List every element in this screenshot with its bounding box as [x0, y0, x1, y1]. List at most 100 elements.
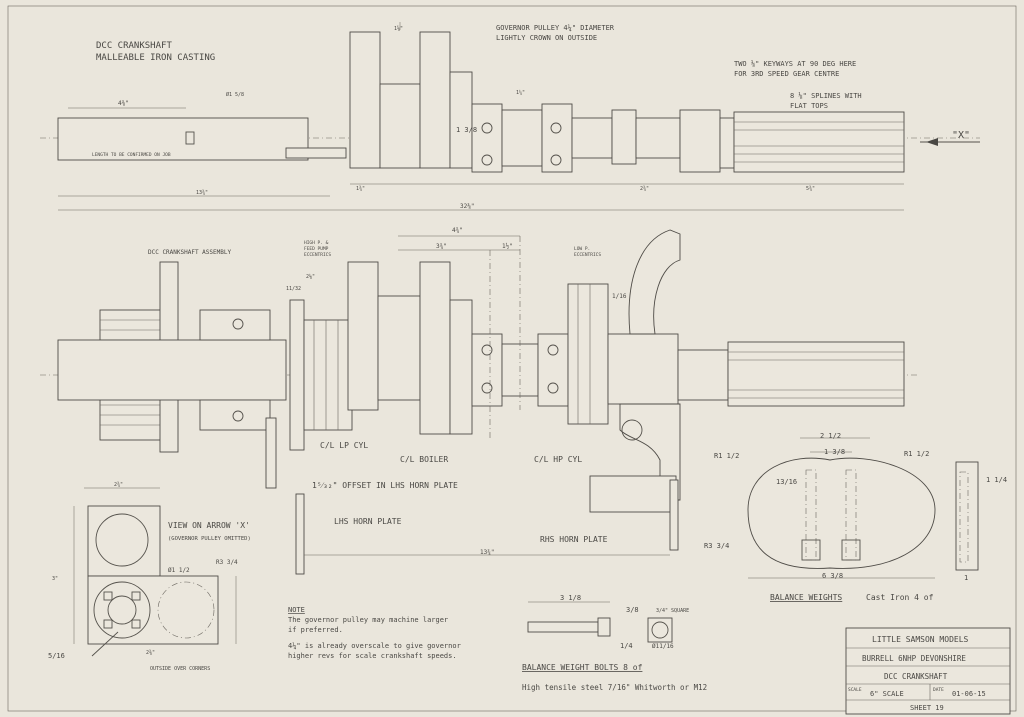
note-hp-pump-1: HIGH P. &	[304, 240, 329, 246]
dim-3: 3"	[52, 576, 58, 582]
note-splines: 8 ⅛" SPLINES WITH	[790, 91, 862, 100]
label-arrow-x: "X"	[952, 130, 970, 141]
note-weight-material: Cast Iron 4 of	[866, 593, 934, 602]
note-governor-crown: LIGHTLY CROWN ON OUTSIDE	[496, 34, 597, 42]
dim-3-3-4: 3¾"	[436, 243, 447, 250]
dim-1-1-4: 1¼"	[516, 90, 525, 96]
note-hp-pump-2: FEED PUMP	[304, 246, 329, 252]
note-hp-pump-3: ECCENTRICS	[304, 252, 331, 258]
label-lhs-horn: LHS HORN PLATE	[334, 517, 402, 526]
heading-balance-weights: BALANCE WEIGHTS	[770, 593, 842, 602]
balance-weight-outline	[747, 457, 936, 569]
dim-13-4: 13¾"	[196, 190, 208, 196]
balance-weight-bolt	[527, 601, 673, 643]
crank-web-3	[541, 103, 573, 173]
title-part: DCC CRANKSHAFT	[884, 672, 948, 681]
note-bolt-material: High tensile steel 7/16" Whitworth or M1…	[522, 683, 707, 692]
dim-1: 1	[964, 574, 968, 582]
dim-1-4: 1/4	[620, 642, 633, 650]
dim-2-3-4b: 2¾"	[114, 482, 123, 488]
dim-1-1-2: 1½"	[502, 243, 513, 250]
bearing-bracket-top	[628, 229, 681, 335]
keyway-section	[679, 109, 721, 173]
note-square: 3/4" SQUARE	[656, 608, 689, 614]
dim-dia-11-16: Ø11/16	[652, 643, 674, 650]
heading-view-arrow: VIEW ON ARROW 'X'	[168, 521, 250, 530]
heading-pulley-omitted: (GOVERNOR PULLEY OMITTED)	[168, 536, 251, 542]
dim-r3-3-4b: R3 3/4	[704, 542, 729, 550]
assembly-crank-web-2	[419, 261, 451, 435]
note-flat-tops: FLAT TOPS	[790, 102, 828, 110]
crankshaft-assembly	[40, 229, 920, 575]
dim-r1-1-2-left: R1 1/2	[714, 452, 739, 460]
heading-casting: MALLEABLE IRON CASTING	[96, 53, 215, 63]
dim-1-5-8: 1⅝"	[394, 25, 403, 32]
note-keyways: TWO ⅛" KEYWAYS AT 90 DEG HERE	[734, 59, 856, 68]
dim-r1-1-2-right: R1 1/2	[904, 450, 929, 458]
title-sheet: SHEET 19	[910, 704, 944, 712]
dim-2-1-8: 2⅛"	[306, 273, 315, 280]
title-block	[845, 627, 1011, 715]
heading-assembly: DCC CRANKSHAFT ASSEMBLY	[148, 249, 231, 256]
title-date-label: DATE	[933, 687, 944, 693]
crankshaft-elevation	[40, 22, 980, 211]
spline-profile	[93, 581, 151, 639]
lp-eccentric	[567, 283, 609, 425]
dim-4-3-8: 4⅜"	[118, 100, 129, 107]
title-scale-label: SCALE	[848, 687, 862, 693]
label-rhs-horn: RHS HORN PLATE	[540, 535, 608, 544]
hp-eccentric	[289, 299, 305, 451]
label-cl-lp: C/L LP CYL	[320, 441, 368, 450]
note-line-3: 4¼" is already overscale to give governo…	[288, 642, 461, 650]
dim-3-1-8: 3 1/8	[560, 594, 581, 602]
view-on-arrow-x	[73, 487, 237, 657]
note-line-1: The governor pulley may machine larger	[288, 616, 448, 624]
note-gear-centre: FOR 3RD SPEED GEAR CENTRE	[734, 70, 839, 78]
crank-web-1	[349, 31, 381, 169]
dim-dia-1-5-8: Ø1 5/8	[226, 91, 244, 98]
heading-bolts: BALANCE WEIGHT BOLTS 8 of	[522, 663, 643, 672]
dim-2-3-4: 2¾"	[640, 186, 649, 192]
note-governor-pulley: GOVERNOR PULLEY 4¼" DIAMETER	[496, 24, 615, 32]
title-engine: BURRELL 6NHP DEVONSHIRE	[862, 654, 966, 663]
dim-5-16: 5/16	[48, 652, 65, 660]
dim-1-3-8: 1 3/8	[456, 126, 477, 134]
dim-13-16: 13/16	[776, 478, 797, 486]
dim-dia-1-1-2: Ø1 1/2	[168, 567, 190, 574]
title-company: LITTLE SAMSON MODELS	[872, 635, 969, 644]
governor-pulley	[449, 71, 473, 169]
note-line-4: higher revs for scale crankshaft speeds.	[288, 652, 457, 660]
label-cl-boiler: C/L BOILER	[400, 455, 448, 464]
dim-2-3-8: 2⅜"	[146, 649, 155, 656]
splined-end	[733, 111, 905, 173]
dim-1-16: 1/16	[612, 293, 627, 300]
dim-3-8: 3/8	[626, 606, 639, 614]
assembly-left-shaft	[57, 339, 287, 401]
assembly-splined-end	[727, 341, 905, 407]
left-shaft	[57, 117, 309, 161]
dim-6-3-8: 6 3/8	[822, 572, 843, 580]
bolt-head	[597, 617, 611, 637]
dim-1-3-4: 1¾"	[356, 186, 365, 192]
balance-weight-side	[955, 461, 979, 571]
note-length-confirm: LENGTH TO BE CONFIRMED ON JOB	[92, 152, 171, 158]
label-cl-hp: C/L HP CYL	[534, 455, 582, 464]
note-lp-ecc-2: ECCENTRICS	[574, 252, 601, 258]
dim-1-3-8b: 1 3/8	[824, 448, 845, 456]
dim-13-3-4: 13¾"	[480, 549, 494, 556]
rhs-horn-plate	[669, 479, 679, 551]
sheet-border	[7, 5, 1017, 712]
title-scale-value: 6" SCALE	[870, 690, 904, 698]
label-outside-corners: OUTSIDE OVER CORNERS	[150, 666, 210, 672]
note-line-2: if preferred.	[288, 626, 343, 634]
right-bearing	[607, 333, 679, 405]
dim-4-3-4: 4¾"	[452, 227, 463, 234]
label-offset: 1⁵⁄₃₂" OFFSET IN LHS HORN PLATE	[312, 481, 458, 490]
balance-weight-drawing	[747, 437, 979, 579]
note-heading: NOTE	[288, 606, 305, 614]
dim-1-1-4b: 1 1/4	[986, 476, 1007, 484]
bolt-shank	[527, 621, 599, 633]
title-date-value: 01-06-15	[952, 690, 986, 698]
